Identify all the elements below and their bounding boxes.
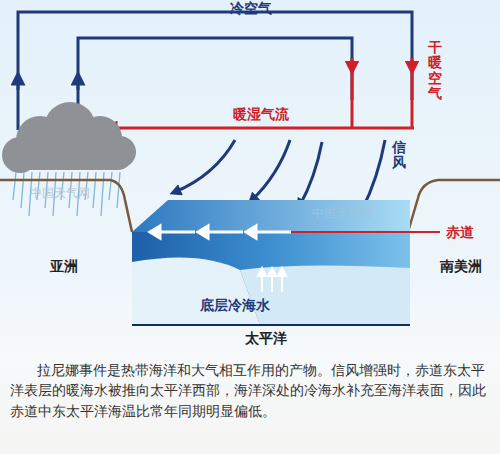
wind-label: 信风 — [392, 140, 406, 171]
rain-streak — [101, 172, 104, 216]
region-label: 亚洲 — [50, 258, 78, 275]
watermark: 中国天气网 — [30, 186, 90, 200]
water-label: 底层冷海水 — [200, 297, 270, 314]
air-label: 冷空气 — [230, 0, 272, 17]
equator-label: 赤道 — [446, 224, 474, 241]
watermark: 中国天气网 — [312, 206, 372, 220]
rain-streak — [13, 172, 16, 200]
rain-streak — [117, 172, 120, 208]
rain-streak — [109, 172, 112, 200]
ocean-label: 太平洋 — [245, 330, 287, 347]
air-label: 干暖空气 — [428, 40, 442, 102]
rain-streak — [93, 172, 96, 208]
air-label: 暖湿气流 — [230, 106, 292, 123]
rain-streak — [21, 172, 24, 208]
caption: 拉尼娜事件是热带海洋和大气相互作用的产物。信风增强时，赤道东太平洋表层的暖海水被… — [10, 360, 492, 421]
region-label: 南美洲 — [440, 258, 482, 275]
